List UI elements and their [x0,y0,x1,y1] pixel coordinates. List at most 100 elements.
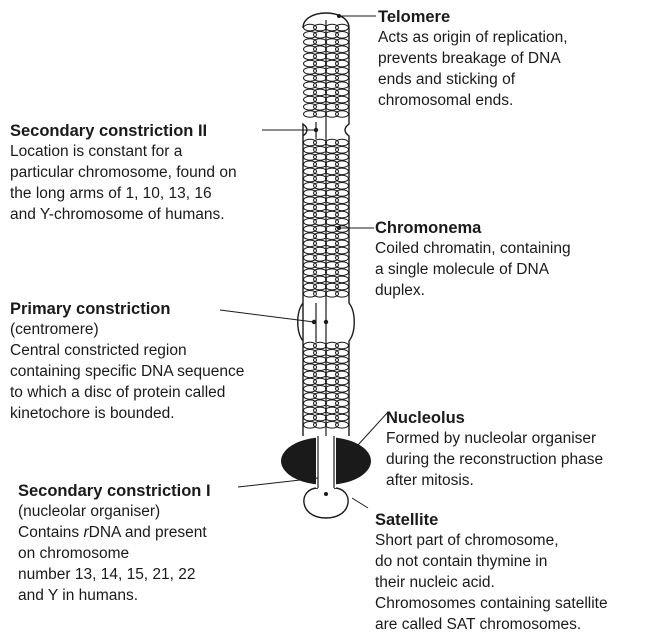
coil-loop [336,32,349,39]
satellite-desc: Short part of chromosome, do not contain… [375,530,608,635]
coil-loop [336,104,349,111]
coil-loop [336,219,349,226]
coil-loop [314,254,327,261]
nucleolus-title: Nucleolus [386,408,603,428]
coil-loop [314,53,327,60]
coil-loop [336,283,349,290]
coil-loop [336,168,349,175]
coil-loop [314,240,327,247]
coil-loop [336,364,349,371]
coil-loop [336,96,349,103]
coil-loop [314,283,327,290]
primary-constriction-title: Primary constriction [10,299,244,319]
coil-loop [314,364,327,371]
coil-loop [314,175,327,182]
coil-loop [314,96,327,103]
coil-loop [336,262,349,269]
coil-loop [314,342,327,349]
coil-loop [314,147,327,154]
coil-loop [336,197,349,204]
coil-loop [336,342,349,349]
coil-loop [336,240,349,247]
secondary-constriction-2-label: Secondary constriction II Location is co… [10,121,237,225]
coil-loop [314,211,327,218]
coil-loop [314,68,327,75]
coil-loop [314,46,327,53]
coil-loop [336,204,349,211]
nucleolus-desc: Formed by nucleolar organiser during the… [386,428,603,491]
coil-loop [314,75,327,82]
satellite-leader [352,498,368,508]
coil-loop [336,139,349,146]
secondary-constriction-1-label: Secondary constriction I (nucleolar orga… [18,481,211,606]
telomere-label: Telomere Acts as origin of replication, … [378,7,568,111]
coil-loop [314,233,327,240]
satellite-label: Satellite Short part of chromosome, do n… [375,510,608,635]
coil-loop [336,183,349,190]
coil-loop [314,204,327,211]
coil-loop [314,111,327,118]
primary-constriction-label: Primary constriction (centromere) Centra… [10,299,244,424]
coil-loop [336,233,349,240]
coil-loop [336,82,349,89]
coil-loop [336,422,349,429]
coil-loop [314,197,327,204]
coil-loop [336,46,349,53]
chromonema-desc: Coiled chromatin, containing a single mo… [375,238,571,301]
satellite-title: Satellite [375,510,608,530]
telomere-desc: Acts as origin of replication, prevents … [378,27,568,111]
coil-loop [314,39,327,46]
coil-loop [336,291,349,298]
coil-loop [314,262,327,269]
coil-loop [336,53,349,60]
coil-loop [314,357,327,364]
coil-loop [314,247,327,254]
nucleolus-chromatid-gap [316,436,336,488]
coil-loop [336,414,349,421]
coil-loop [336,386,349,393]
coil-loop [314,422,327,429]
coil-loop [314,400,327,407]
telomere-title: Telomere [378,7,568,27]
secondary-constriction-1-title: Secondary constriction I [18,481,211,501]
coil-loop [314,60,327,67]
centromere-dot-right [324,320,328,324]
coil-loop [314,291,327,298]
coil-loop [314,276,327,283]
secondary-constriction-1-desc: Contains rDNA and present on chromosome … [18,522,211,606]
coil-loop [314,269,327,276]
coil-loop [336,371,349,378]
coil-loop [336,407,349,414]
coil-loop [314,190,327,197]
coil-loop [336,400,349,407]
coil-loop [314,139,327,146]
coil-loop [336,357,349,364]
coil-loop [336,60,349,67]
secondary-constriction-2-desc: Location is constant for a particular ch… [10,141,237,225]
satellite-dot [324,492,328,496]
coil-loop [336,75,349,82]
coil-loop [336,211,349,218]
coil-loop [314,393,327,400]
coil-loop [336,247,349,254]
chromonema-label: Chromonema Coiled chromatin, containing … [375,218,571,301]
coil-loop [314,32,327,39]
secondary-constriction-2-title: Secondary constriction II [10,121,237,141]
coil-loop [336,154,349,161]
coil-loop [336,378,349,385]
coil-loop [314,24,327,31]
coil-loop [336,269,349,276]
coil-loop [314,154,327,161]
coil-loop [336,89,349,96]
coil-loop [314,89,327,96]
coil-loop [314,386,327,393]
coil-loop [314,407,327,414]
coil-loop [336,39,349,46]
coil-loop [336,254,349,261]
coil-loop [314,161,327,168]
coil-loop [314,82,327,89]
nucleolus-leader [358,412,388,445]
coil-loop [336,68,349,75]
coil-loop [314,350,327,357]
primary-constriction-subtitle: (centromere) [10,319,244,340]
